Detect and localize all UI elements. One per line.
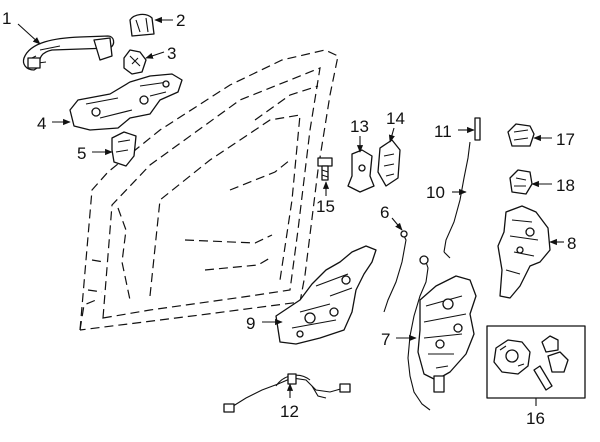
part-4-handle-bracket [69,73,183,131]
callout-17: 17 [556,130,575,149]
part-1-outer-door-handle [22,35,115,71]
part-15-bolt [317,157,333,181]
callout-15: 15 [316,197,335,216]
callout-7: 7 [381,330,390,349]
callout-12: 12 [280,402,299,421]
callout-10: 10 [426,183,445,202]
part-14-striker-plate [377,139,401,187]
part-3-clip [123,49,147,75]
part-9-bracket [275,245,377,345]
part-8-lock-housing [497,205,551,299]
callout-4: 4 [37,114,46,133]
part-17-bracket [507,123,535,147]
part-11-rod [474,117,481,141]
part-2-handle-cap [129,13,155,37]
callout-2: 2 [176,11,185,30]
part-13-striker-bracket [347,149,375,193]
callout-13: 13 [350,117,369,136]
part-6-link-rod [383,230,408,313]
callout-16: 16 [526,409,545,428]
callout-3: 3 [167,44,176,63]
callout-18: 18 [556,176,575,195]
callout-8: 8 [567,234,576,253]
part-5-actuator [111,131,137,167]
callout-14: 14 [386,109,405,128]
part-16-kit [486,325,586,399]
leader-lines [17,16,564,406]
callout-5: 5 [77,144,86,163]
door-frame-outline [79,49,339,331]
part-18-clip [509,169,533,195]
callout-9: 9 [246,314,255,333]
callout-6: 6 [380,203,389,222]
callout-labels: 1 2 3 4 5 13 14 15 11 10 6 17 18 8 9 7 1… [2,9,576,428]
part-7-door-latch [407,255,477,411]
callout-1: 1 [2,9,11,28]
callout-11: 11 [434,122,452,141]
part-10-rod [443,141,471,259]
